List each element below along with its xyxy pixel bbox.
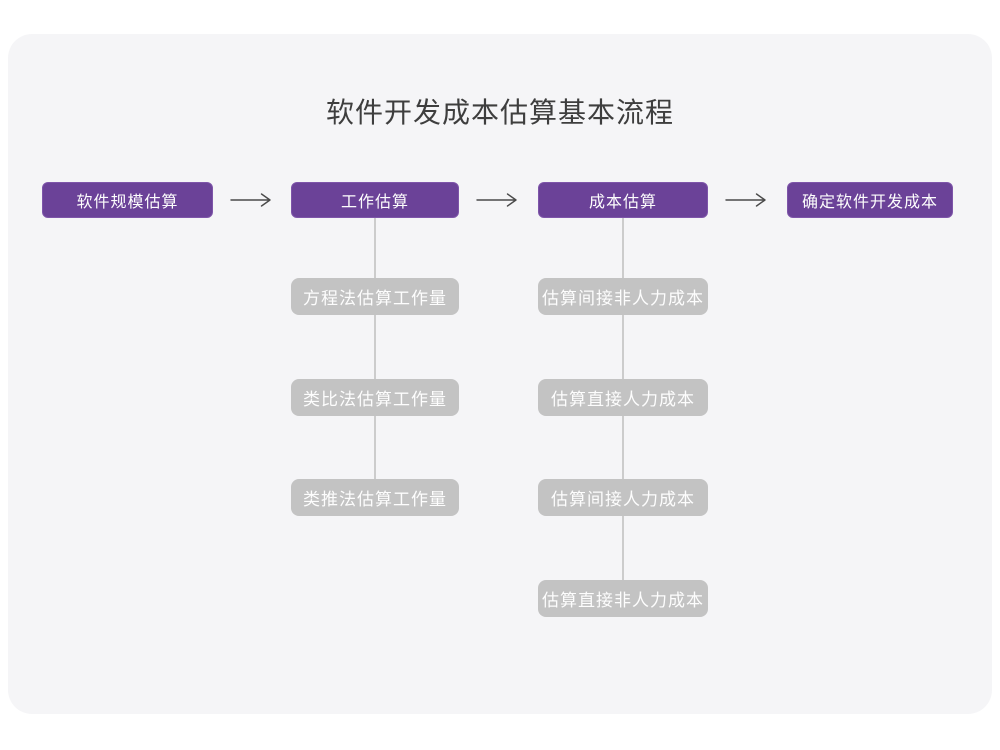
node-final-development-cost: 确定软件开发成本 [787, 182, 953, 218]
page-title: 软件开发成本估算基本流程 [325, 97, 674, 128]
subnode-extrapolation-method: 类推法估算工作量 [291, 479, 459, 516]
subnode-direct-labor-cost: 估算直接人力成本 [538, 379, 708, 416]
node-scale-estimation: 软件规模估算 [42, 182, 213, 218]
flow-arrow-2 [476, 192, 520, 208]
node-effort-estimation: 工作估算 [291, 182, 459, 218]
subnode-equation-method: 方程法估算工作量 [291, 278, 459, 315]
flowchart-card [8, 34, 992, 714]
flow-arrow-3 [725, 192, 769, 208]
node-cost-estimation: 成本估算 [538, 182, 708, 218]
subnode-direct-nonlabor-cost: 估算直接非人力成本 [538, 580, 708, 617]
subnode-analogy-method: 类比法估算工作量 [291, 379, 459, 416]
flow-arrow-1 [230, 192, 274, 208]
connector-line-effort [374, 218, 376, 498]
subnode-indirect-nonlabor-cost: 估算间接非人力成本 [538, 278, 708, 315]
subnode-indirect-labor-cost: 估算间接人力成本 [538, 479, 708, 516]
